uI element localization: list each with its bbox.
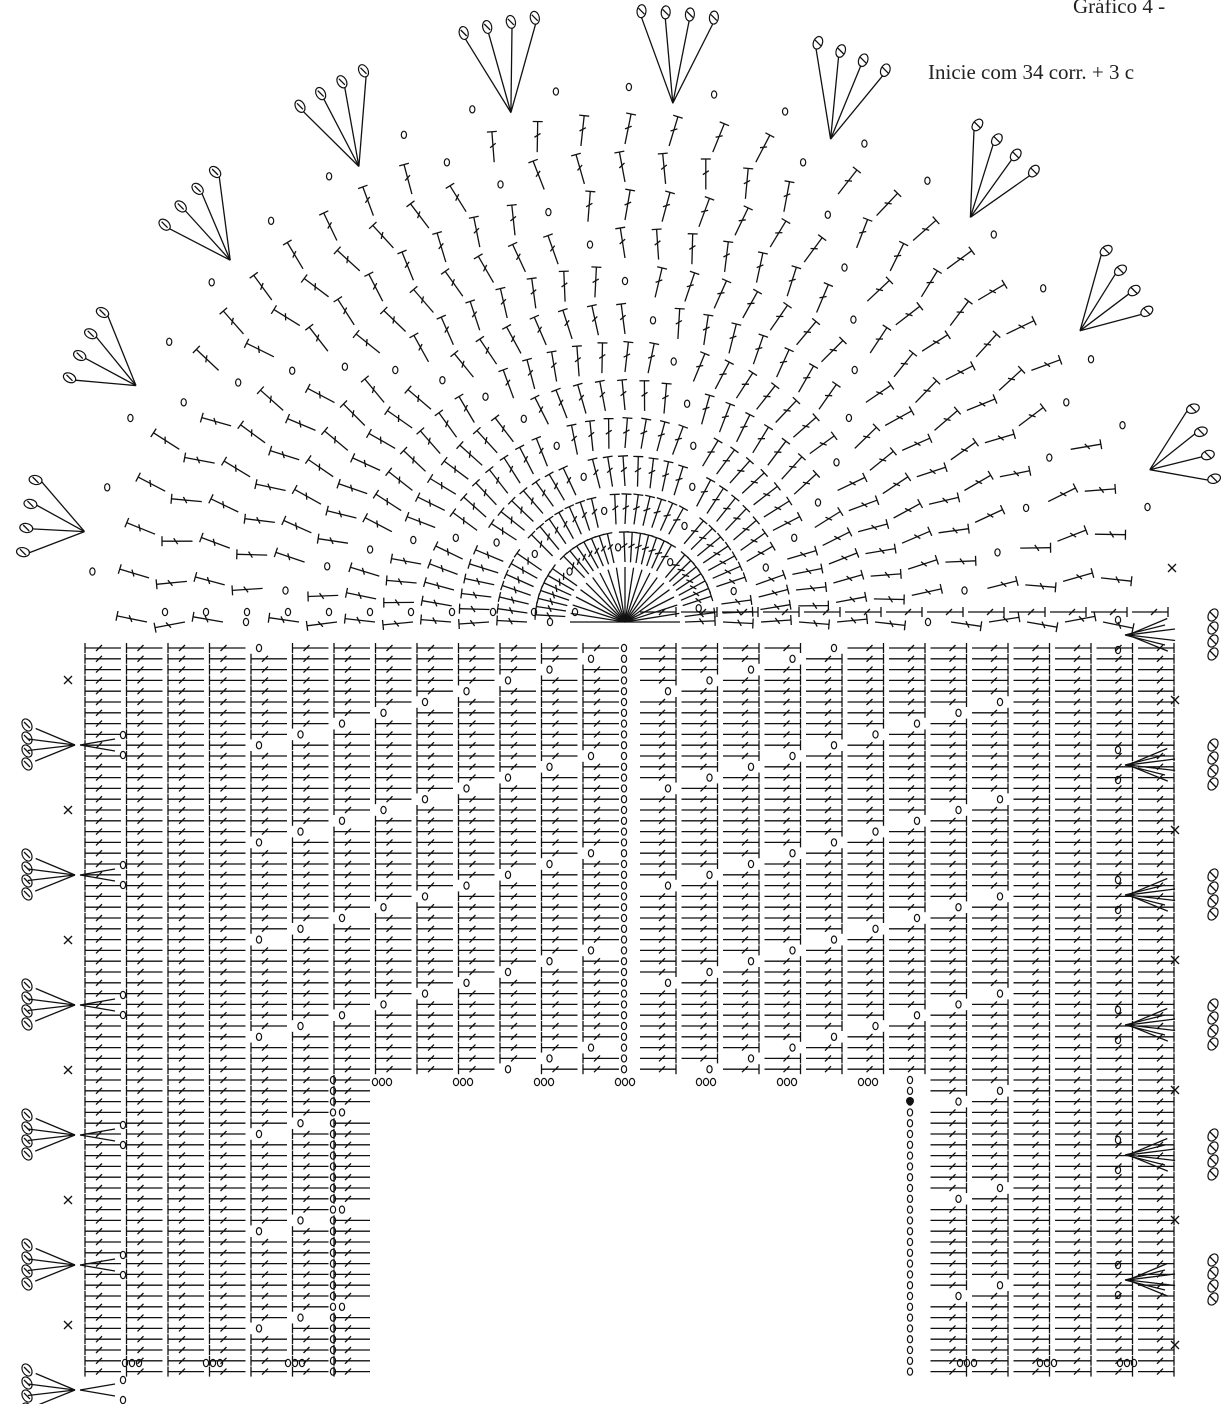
body-grid — [85, 643, 1174, 1377]
side-shells — [20, 607, 1220, 1404]
opening-edge — [372, 1078, 877, 1085]
start-dot — [906, 1097, 914, 1105]
top-fan — [116, 113, 1134, 633]
fan-shells — [16, 4, 1222, 575]
